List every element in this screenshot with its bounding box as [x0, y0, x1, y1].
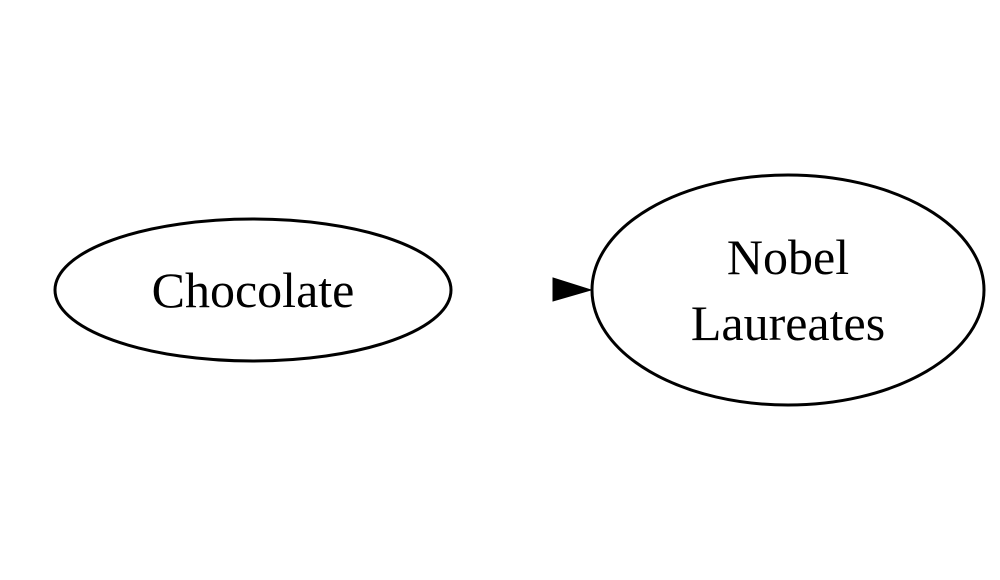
node-chocolate-label: Chocolate — [152, 262, 355, 318]
node-nobel-laureates-label-line-1: Nobel — [727, 229, 849, 285]
node-nobel-laureates-label-line-2: Laureates — [691, 295, 885, 351]
node-chocolate: Chocolate — [53, 217, 453, 363]
node-nobel-laureates: Nobel Laureates — [590, 173, 986, 407]
node-nobel-laureates-ellipse — [590, 173, 986, 407]
edge-chocolate-to-nobel — [552, 277, 593, 302]
edge-arrowhead — [552, 277, 593, 302]
node-chocolate-ellipse — [53, 217, 453, 363]
